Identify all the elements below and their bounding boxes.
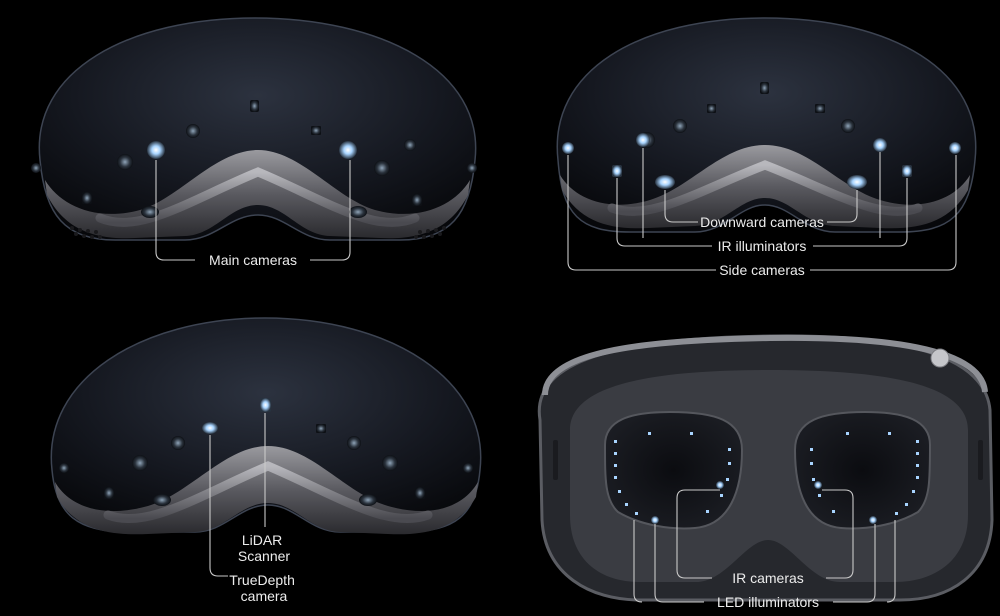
label-main-cameras: Main cameras <box>209 252 297 268</box>
side-camera-right-icon <box>949 142 961 154</box>
lidar-scanner-icon <box>260 398 271 412</box>
label-lidar-scanner: LiDAR Scanner <box>238 532 290 564</box>
headset-top-band <box>542 334 988 396</box>
vent-grille-right <box>414 226 446 239</box>
callout-side-cameras <box>567 155 957 271</box>
label-truedepth-line2: camera <box>241 588 288 604</box>
panel-sensor-cameras: Downward cameras IR illuminators Side ca… <box>556 17 977 278</box>
vent-grille-left <box>70 226 102 239</box>
ir-illuminator-top-right-icon <box>873 138 887 152</box>
label-lidar-line2: Scanner <box>238 548 290 564</box>
downward-camera-right-icon <box>847 175 867 189</box>
callout-ir-illuminators <box>616 148 908 247</box>
truedepth-camera-icon <box>202 422 218 434</box>
headset-band <box>95 167 420 227</box>
eyepiece-right <box>793 410 932 530</box>
side-camera-left-icon <box>562 142 574 154</box>
callout-truedepth-camera <box>209 435 228 577</box>
label-ir-cameras: IR cameras <box>732 570 804 586</box>
headset-band <box>607 160 923 216</box>
label-ir-illuminators: IR illuminators <box>718 238 807 254</box>
sensor-dim-set <box>59 424 473 506</box>
headset-band <box>103 461 433 524</box>
label-side-cameras: Side cameras <box>719 262 805 278</box>
main-camera-right-icon <box>339 141 357 159</box>
headset-glass <box>38 17 477 241</box>
headset-glass <box>556 17 977 233</box>
callout-ir-cameras <box>676 489 854 579</box>
headset-glass <box>50 317 482 533</box>
panel-main-cameras: Main cameras <box>31 17 477 268</box>
led-marker-right-icon <box>869 516 877 524</box>
callout-downward-cameras <box>664 190 858 223</box>
main-camera-left-icon <box>147 141 165 159</box>
label-led-illuminators: LED illuminators <box>717 594 819 610</box>
ir-illuminator-right-icon <box>902 165 912 177</box>
led-illuminators-left <box>614 432 731 515</box>
label-truedepth-camera: TrueDepth camera <box>229 572 299 604</box>
panel-front-sensors: LiDAR Scanner TrueDepth camera <box>50 317 482 604</box>
sensor-dim-set <box>31 100 477 218</box>
label-truedepth-line1: TrueDepth <box>229 572 295 588</box>
led-marker-left-icon <box>651 516 659 524</box>
label-lidar-line1: LiDAR <box>242 532 282 548</box>
led-illuminators-right <box>810 432 919 515</box>
label-downward-cameras: Downward cameras <box>700 214 824 230</box>
ir-illuminator-left-icon <box>612 165 622 177</box>
ir-illuminator-top-left-icon <box>636 133 650 147</box>
callout-main-cameras <box>155 160 351 261</box>
downward-camera-left-icon <box>655 175 675 189</box>
side-vents <box>553 440 983 480</box>
digital-crown-icon <box>930 348 950 368</box>
panel-interior-sensors: IR cameras LED illuminators <box>537 334 994 610</box>
ir-camera-right-icon <box>814 481 822 489</box>
callout-led-illuminators <box>633 520 896 603</box>
ir-camera-left-icon <box>716 481 724 489</box>
eyepiece-left <box>603 410 744 530</box>
